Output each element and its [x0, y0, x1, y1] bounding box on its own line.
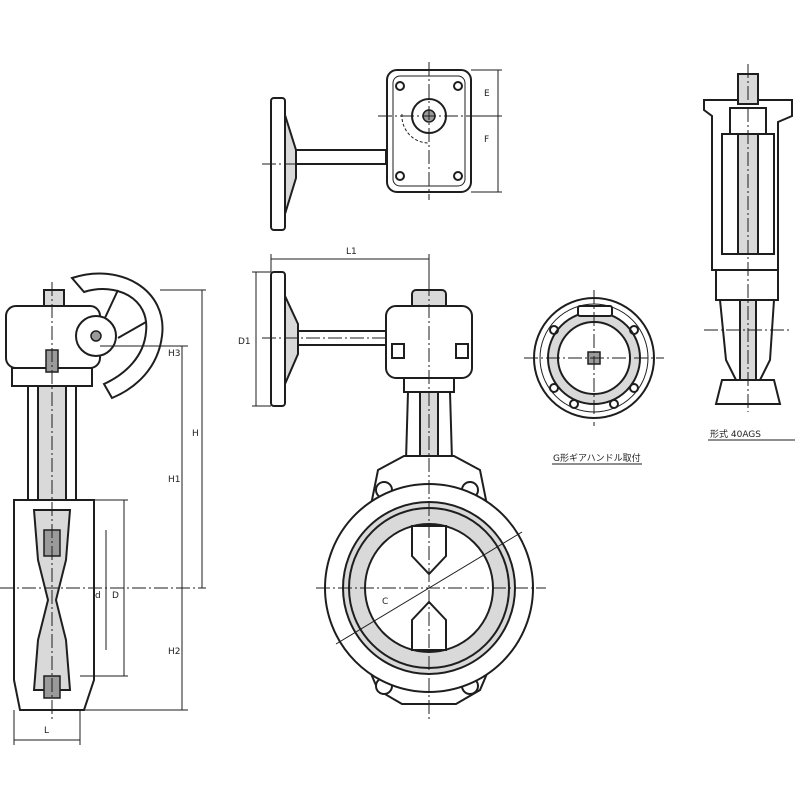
gearbox-top-view	[262, 62, 502, 231]
label-d: d	[95, 591, 101, 601]
label-H: H	[192, 429, 199, 439]
valve-front-view	[252, 254, 546, 720]
gear-handle-mount-detail	[524, 290, 664, 465]
label-L1: L1	[346, 247, 357, 257]
caption-gear-handle-position: G形ギアハンドル取付	[553, 452, 641, 464]
valve-side-view	[0, 272, 206, 745]
label-H2: H2	[168, 647, 181, 657]
label-H1: H1	[168, 475, 181, 485]
label-D: D	[112, 591, 119, 601]
label-D1: D1	[238, 337, 251, 347]
valve-section-view	[703, 64, 795, 441]
label-E: E	[484, 89, 490, 99]
label-F: F	[484, 135, 489, 145]
label-C: C	[382, 597, 388, 607]
label-L: L	[44, 726, 49, 736]
caption-type: 形式 40AGS	[710, 428, 761, 440]
label-H3: H3	[168, 349, 181, 359]
